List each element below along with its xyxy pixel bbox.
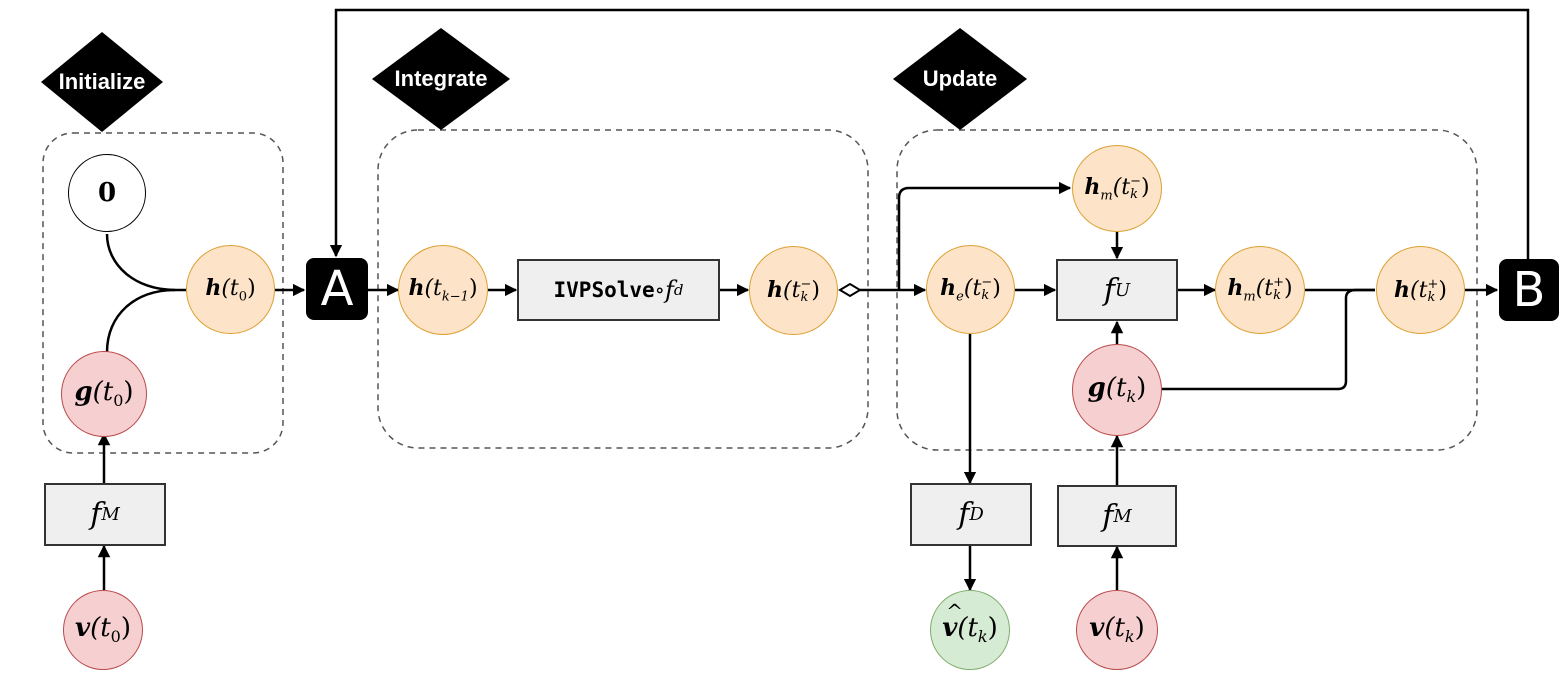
- edge-zero-to-h: [105, 233, 186, 292]
- node-hm-tk-minus: hm(t−k): [1072, 145, 1162, 232]
- feedback-edge: [329, 8, 1530, 259]
- node-h-tk-minus: h(t−k): [749, 246, 838, 335]
- edge-g-to-hplus: [1162, 288, 1375, 391]
- node-g-t0: g(t0): [61, 351, 147, 437]
- node-v-t0: v(t0): [63, 590, 143, 670]
- node-h-tk-1: h(tk−1): [398, 245, 488, 335]
- node-hm-tk-plus: hm(t+k): [1215, 246, 1305, 334]
- branch-diamond-marker: [838, 282, 862, 298]
- stage-label-integrate: Integrate: [394, 66, 488, 91]
- edge-to-hm-minus: [897, 181, 1072, 290]
- node-vhat-tk: ^v(tk): [930, 590, 1010, 670]
- edge-g-to-h: [105, 288, 176, 353]
- node-he-tk-minus: he(t−k): [926, 245, 1015, 334]
- initialize-diamond: [41, 32, 163, 132]
- node-zero: 0: [68, 154, 146, 232]
- node-v-tk: v(tk): [1076, 590, 1158, 670]
- node-h-tk-plus: h(t+k): [1376, 246, 1465, 334]
- node-h-t0: h(t0): [186, 245, 275, 334]
- initialize-group: [42, 132, 284, 454]
- update-diamond: [893, 28, 1027, 130]
- connector-a: A: [306, 258, 368, 320]
- stage-label-initialize: Initialize: [58, 69, 146, 94]
- integrate-diamond: [372, 28, 510, 130]
- stage-label-update: Update: [922, 66, 998, 91]
- node-g-tk: g(tk): [1072, 344, 1162, 436]
- connector-b: B: [1499, 259, 1559, 321]
